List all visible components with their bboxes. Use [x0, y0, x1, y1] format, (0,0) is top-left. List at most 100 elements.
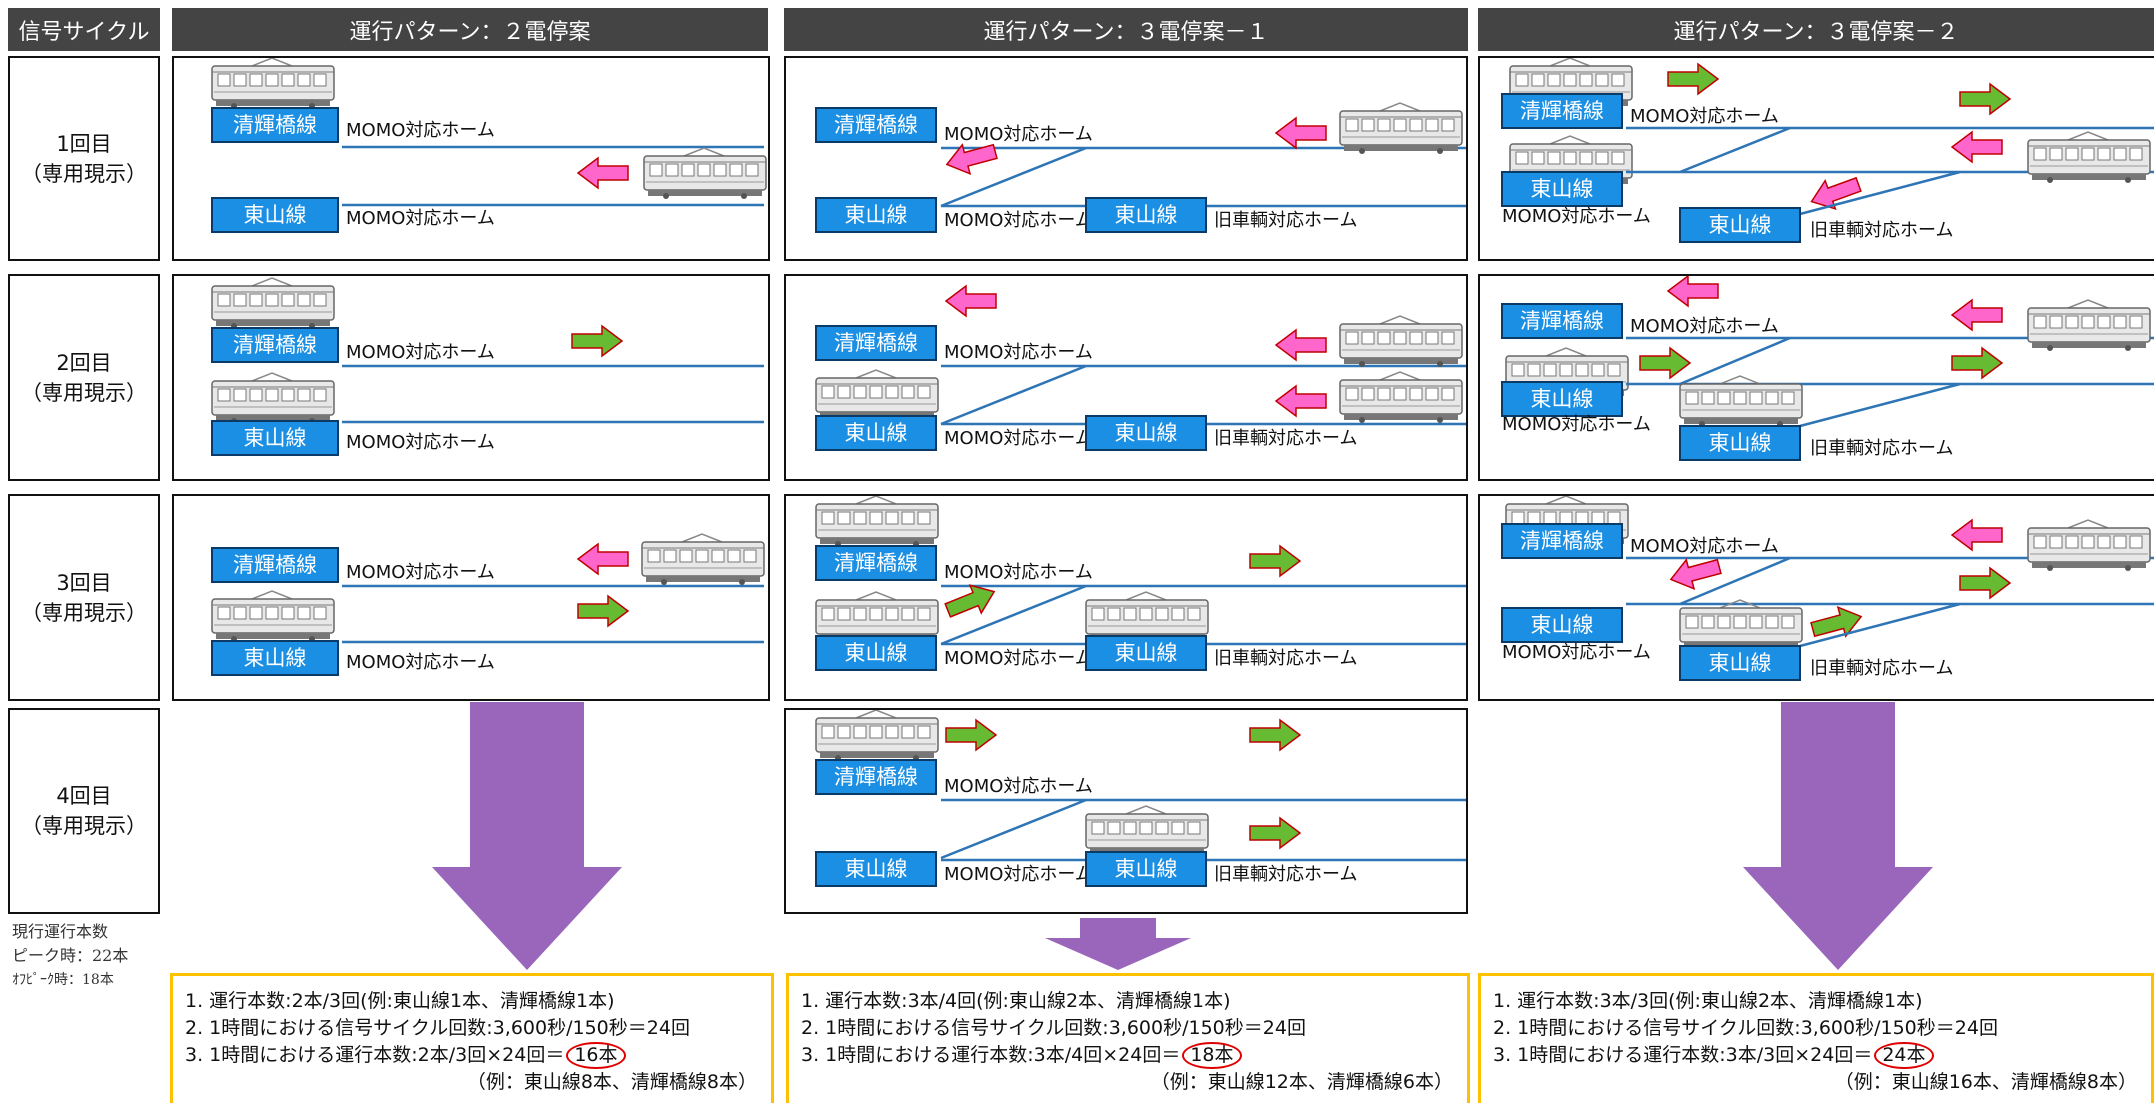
svg-text:清輝橋線: 清輝橋線 [233, 113, 317, 137]
header-signal-cycle: 信号サイクル [8, 8, 160, 51]
result-circle: 16本 [566, 1042, 626, 1069]
platform-label: MOMO対応ホーム [1630, 536, 1779, 557]
station-box: 清輝橋線 [211, 107, 339, 143]
row-label-sub: （専用現示） [21, 161, 147, 186]
svg-text:東山線: 東山線 [244, 646, 307, 670]
station-box: 東山線 [815, 635, 937, 671]
svg-text:東山線: 東山線 [1115, 203, 1178, 227]
svg-text:東山線: 東山線 [1115, 857, 1178, 881]
row-label-title: 2回目 [56, 350, 112, 375]
track-line [1799, 382, 1961, 428]
svg-text:清輝橋線: 清輝橋線 [834, 765, 918, 789]
pink-arrow-icon [1810, 176, 1862, 210]
tram-icon [211, 590, 335, 642]
summary-line-2: 2. 1時間における信号サイクル回数:3,600秒/150秒＝24回 [1493, 1017, 1998, 1039]
station-box: 東山線 [1501, 381, 1623, 417]
tram-icon [1339, 371, 1463, 423]
svg-text:東山線: 東山線 [845, 203, 908, 227]
station-box: 東山線 [211, 197, 339, 233]
track-line [1679, 556, 1791, 606]
note-peak: ピーク時：22本 [12, 946, 129, 965]
svg-text:東山線: 東山線 [1115, 421, 1178, 445]
tram-icon [211, 277, 335, 329]
tram-icon [815, 369, 939, 421]
tram-icon [2027, 519, 2151, 571]
green-arrow-icon [1810, 605, 1863, 638]
platform-label: MOMO対応ホーム [944, 428, 1093, 449]
tram-icon [815, 710, 939, 761]
station-box: 東山線 [1679, 425, 1801, 461]
svg-text:東山線: 東山線 [1709, 213, 1772, 237]
pink-arrow-icon [1950, 130, 2003, 164]
tram-icon [211, 58, 335, 109]
platform-label: MOMO対応ホーム [944, 562, 1093, 583]
summary-2stops: 1. 運行本数:2本/3回(例:東山線1本、清輝橋線1本) 2. 1時間における… [170, 973, 774, 1103]
platform-label: 旧車輌対応ホーム [1214, 428, 1357, 449]
tram-icon [1679, 375, 1803, 427]
tram-icon [1679, 599, 1803, 651]
summary-example: （例：東山線8本、清輝橋線8本） [466, 1071, 757, 1093]
pink-arrow-icon [576, 156, 629, 190]
pink-arrow-icon [1274, 116, 1327, 150]
summary-line-3: 3. 1時間における運行本数:3本/4回×24回＝18本 [801, 1042, 1457, 1069]
station-box: 清輝橋線 [1501, 93, 1623, 129]
green-arrow-icon [1951, 346, 2004, 380]
header-pattern-2-stops: 運行パターン：２電停案 [172, 8, 768, 51]
platform-label: 旧車輌対応ホーム [1810, 438, 1953, 459]
station-box: 清輝橋線 [815, 759, 937, 795]
summary-line-3: 3. 1時間における運行本数:2本/3回×24回＝16本 [185, 1042, 761, 1069]
tram-icon [643, 147, 767, 199]
station-box: 東山線 [1501, 171, 1623, 207]
svg-text:清輝橋線: 清輝橋線 [834, 551, 918, 575]
svg-text:清輝橋線: 清輝橋線 [233, 333, 317, 357]
row-label-sub: （専用現示） [21, 814, 147, 838]
pink-arrow-icon [1666, 276, 1719, 308]
green-arrow-icon [577, 594, 630, 628]
svg-text:清輝橋線: 清輝橋線 [1520, 529, 1604, 553]
platform-label: 旧車輌対応ホーム [1810, 658, 1953, 679]
station-box: 清輝橋線 [815, 107, 937, 143]
pink-arrow-icon [1950, 518, 2003, 552]
track-line [1679, 336, 1791, 386]
pink-arrow-icon [1950, 298, 2003, 332]
green-arrow-icon [1667, 62, 1720, 96]
platform-label: MOMO対応ホーム [944, 124, 1093, 145]
platform-label: MOMO対応ホーム [1502, 414, 1651, 435]
row-label-title: 4回目 [56, 784, 112, 808]
row-label-sub: （専用現示） [21, 600, 147, 625]
platform-label: MOMO対応ホーム [346, 120, 495, 141]
tram-icon [1339, 315, 1463, 367]
svg-text:清輝橋線: 清輝橋線 [233, 553, 317, 577]
summary-3stops-2: 1. 運行本数:3本/3回(例:東山線2本、清輝橋線1本) 2. 1時間における… [1478, 973, 2154, 1103]
summary-line-1: 1. 運行本数:3本/3回(例:東山線2本、清輝橋線1本) [1493, 990, 1923, 1012]
row-label-cycle-4: 4回目 （専用現示） [8, 708, 160, 914]
svg-text:東山線: 東山線 [1115, 641, 1178, 665]
tram-icon [641, 533, 765, 585]
station-box: 清輝橋線 [211, 547, 339, 583]
platform-label: MOMO対応ホーム [1502, 206, 1651, 227]
note-title: 現行運行本数 [12, 922, 109, 941]
platform-label: MOMO対応ホーム [346, 652, 495, 673]
header-pattern-3-stops-2: 運行パターン：３電停案－２ [1478, 8, 2154, 51]
green-arrow-icon [945, 718, 998, 752]
svg-text:東山線: 東山線 [845, 857, 908, 881]
svg-text:清輝橋線: 清輝橋線 [1520, 309, 1604, 333]
summary-line-2: 2. 1時間における信号サイクル回数:3,600秒/150秒＝24回 [801, 1017, 1306, 1039]
track-line [940, 798, 1087, 860]
summary-line-3-text: 3. 1時間における運行本数:2本/3回×24回＝ [185, 1044, 565, 1066]
svg-text:東山線: 東山線 [244, 203, 307, 227]
green-arrow-icon [1959, 82, 2012, 116]
svg-text:東山線: 東山線 [1531, 177, 1594, 201]
